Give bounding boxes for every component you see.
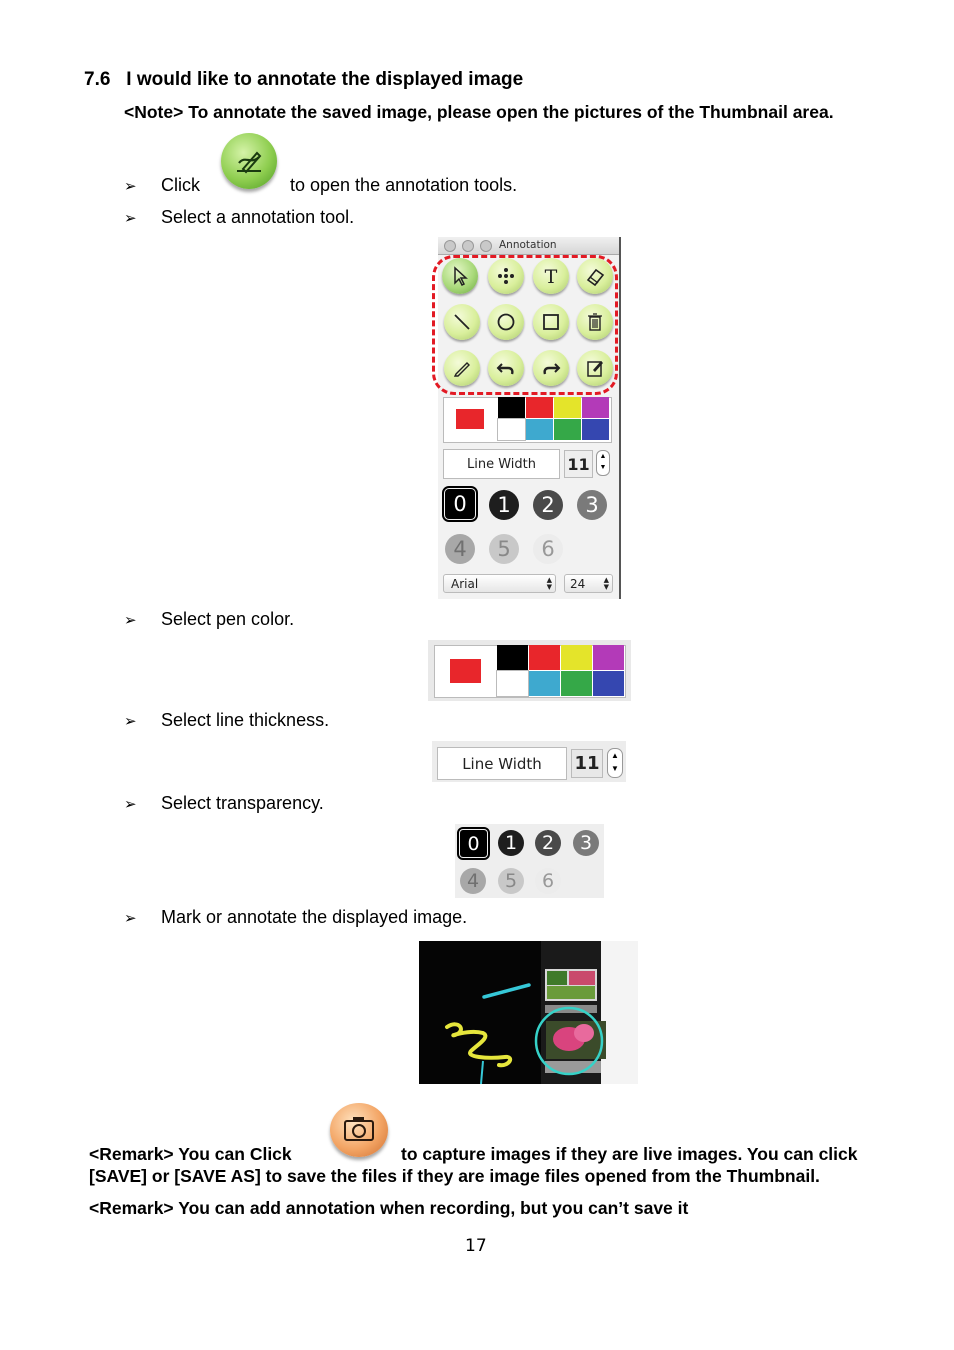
window-zoom-dot[interactable] xyxy=(480,240,492,252)
select-arrows-icon: ▲▼ xyxy=(546,576,552,591)
step-select-tool: Select a annotation tool. xyxy=(161,207,355,227)
pen-color-swatch[interactable] xyxy=(561,671,592,696)
line-width-stepper-large[interactable]: ▲▼ xyxy=(607,748,623,778)
remark-1-part1: <Remark> You can Click xyxy=(89,1144,292,1164)
eraser-tool-icon[interactable] xyxy=(577,258,613,294)
transparency-1[interactable]: 1 xyxy=(489,490,519,520)
line-width-value[interactable]: 11 xyxy=(564,450,593,478)
annotation-pen-icon[interactable] xyxy=(221,133,277,189)
transparency-6[interactable]: 6 xyxy=(533,534,563,564)
bullet-arrow: ➢ xyxy=(124,796,137,813)
panel-color-swatch[interactable] xyxy=(526,419,553,440)
bullet-arrow: ➢ xyxy=(124,713,137,730)
move-tool-icon[interactable] xyxy=(488,258,524,294)
line-width-stepper[interactable]: ▲▼ xyxy=(596,450,610,476)
section-heading: 7.6 I would like to annotate the display… xyxy=(84,69,523,91)
panel-color-swatch[interactable] xyxy=(498,397,525,418)
transparency-option-6[interactable]: 6 xyxy=(535,868,561,894)
font-size-select[interactable]: 24 ▲▼ xyxy=(564,574,613,593)
transparency-0[interactable]: 0 xyxy=(442,486,478,522)
note-text: <Note> To annotate the saved image, plea… xyxy=(124,102,834,122)
tools-highlight-outline xyxy=(432,255,618,395)
window-close-dot[interactable] xyxy=(444,240,456,252)
annotated-image-drawing xyxy=(445,941,638,1084)
remark-1-line2: [SAVE] or [SAVE AS] to save the files if… xyxy=(89,1166,820,1186)
undo-tool-icon[interactable] xyxy=(488,350,524,386)
text-tool-icon[interactable]: T xyxy=(533,258,569,294)
color-palette xyxy=(497,397,610,441)
bullet-arrow: ➢ xyxy=(124,910,137,927)
trash-tool-icon[interactable] xyxy=(577,304,613,340)
step-click-label: Click xyxy=(161,175,200,195)
remark-2: <Remark> You can add annotation when rec… xyxy=(89,1198,689,1218)
transparency-option-5[interactable]: 5 xyxy=(498,868,524,894)
font-size-value: 24 xyxy=(570,576,586,591)
panel-color-swatch[interactable] xyxy=(497,418,526,441)
line-tool-icon[interactable] xyxy=(444,304,480,340)
transparency-option-4[interactable]: 4 xyxy=(460,868,486,894)
step-click-text: to open the annotation tools. xyxy=(290,175,518,195)
section-title: I would like to annotate the displayed i… xyxy=(126,69,524,90)
panel-title: Annotation xyxy=(499,239,557,251)
pen-color-palette xyxy=(496,645,625,697)
step-select-thickness: Select line thickness. xyxy=(161,710,330,730)
redo-tool-icon[interactable] xyxy=(533,350,569,386)
transparency-panel: 0 1 2 3 4 5 6 xyxy=(455,824,604,898)
pen-color-swatch[interactable] xyxy=(496,670,529,697)
step-mark: Mark or annotate the displayed image. xyxy=(161,907,468,927)
bullet-arrow: ➢ xyxy=(124,178,137,195)
transparency-option-2[interactable]: 2 xyxy=(535,830,561,856)
annotation-panel: Annotation T Line Width 11 ▲▼ 0 1 2 3 4 … xyxy=(432,237,621,599)
panel-color-swatch[interactable] xyxy=(582,419,609,440)
transparency-5[interactable]: 5 xyxy=(489,534,519,564)
current-color-swatch[interactable] xyxy=(456,409,484,429)
pen-current-color-swatch[interactable] xyxy=(450,659,481,683)
pen-color-panel xyxy=(428,640,631,701)
line-width-panel: Line Width 11 ▲▼ xyxy=(432,741,626,782)
transparency-option-0[interactable]: 0 xyxy=(457,827,490,860)
pen-color-swatch[interactable] xyxy=(593,671,624,696)
capture-camera-icon[interactable] xyxy=(330,1103,388,1157)
pen-color-swatch[interactable] xyxy=(529,671,560,696)
line-width-label: Line Width xyxy=(443,449,560,479)
panel-color-swatch[interactable] xyxy=(582,397,609,418)
transparency-3[interactable]: 3 xyxy=(577,490,607,520)
select-arrows-icon: ▲▼ xyxy=(603,576,609,591)
section-number: 7.6 xyxy=(84,69,111,90)
window-minimize-dot[interactable] xyxy=(462,240,474,252)
font-name-value: Arial xyxy=(451,576,479,591)
bullet-arrow: ➢ xyxy=(124,210,137,227)
panel-titlebar: Annotation xyxy=(438,237,619,255)
step-select-color: Select pen color. xyxy=(161,609,295,629)
transparency-option-3[interactable]: 3 xyxy=(573,830,599,856)
transparency-4[interactable]: 4 xyxy=(445,534,475,564)
panel-color-swatch[interactable] xyxy=(554,397,581,418)
pen-color-swatch[interactable] xyxy=(497,645,528,670)
pen-color-swatch[interactable] xyxy=(561,645,592,670)
svg-text:T: T xyxy=(545,266,558,288)
circle-tool-icon[interactable] xyxy=(488,304,524,340)
page-number: 17 xyxy=(465,1236,487,1256)
pen-color-swatch[interactable] xyxy=(529,645,560,670)
font-name-select[interactable]: Arial ▲▼ xyxy=(443,574,556,593)
annotated-image xyxy=(419,941,638,1084)
remark-1-part2: to capture images if they are live image… xyxy=(401,1144,858,1164)
panel-color-swatch[interactable] xyxy=(554,419,581,440)
transparency-2[interactable]: 2 xyxy=(533,490,563,520)
rectangle-tool-icon[interactable] xyxy=(533,304,569,340)
bullet-arrow: ➢ xyxy=(124,612,137,629)
panel-color-swatch[interactable] xyxy=(526,397,553,418)
step-select-transparency: Select transparency. xyxy=(161,793,324,813)
line-width-label-large: Line Width xyxy=(437,747,567,780)
transparency-option-1[interactable]: 1 xyxy=(498,830,524,856)
pen-color-swatch[interactable] xyxy=(593,645,624,670)
line-width-value-large[interactable]: 11 xyxy=(571,749,603,778)
